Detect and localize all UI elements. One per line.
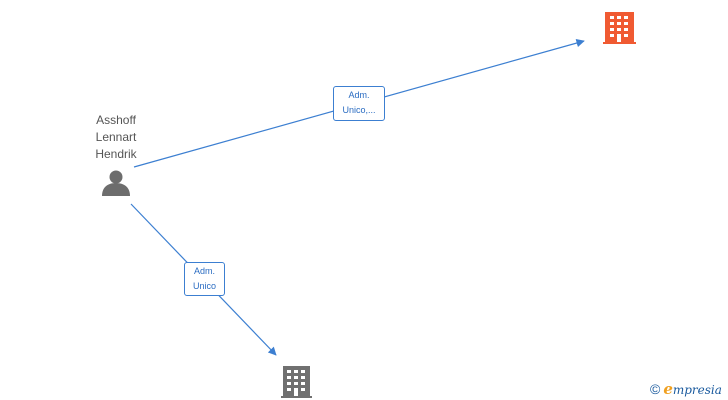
empresia-watermark: © empresia (650, 380, 722, 398)
edge-label-admin-unico-2[interactable]: Adm. Unico (184, 262, 225, 296)
empresia-logo: empresia (663, 380, 722, 398)
edge-label-text: Adm. Unico,... (342, 90, 376, 115)
edge-label-text: Adm. Unico (192, 266, 216, 291)
copyright-icon: © (650, 381, 661, 397)
person-icon[interactable] (102, 170, 130, 197)
company-building-icon-highlighted[interactable] (603, 12, 636, 44)
edge-label-admin-unico-1[interactable]: Adm. Unico,... (333, 86, 385, 121)
person-name-label[interactable]: Asshoff Lennart Hendrik (95, 113, 137, 161)
company-building-icon[interactable] (281, 366, 312, 398)
empresia-logo-initial: e (663, 380, 673, 398)
empresia-logo-text: mpresia (672, 383, 722, 397)
